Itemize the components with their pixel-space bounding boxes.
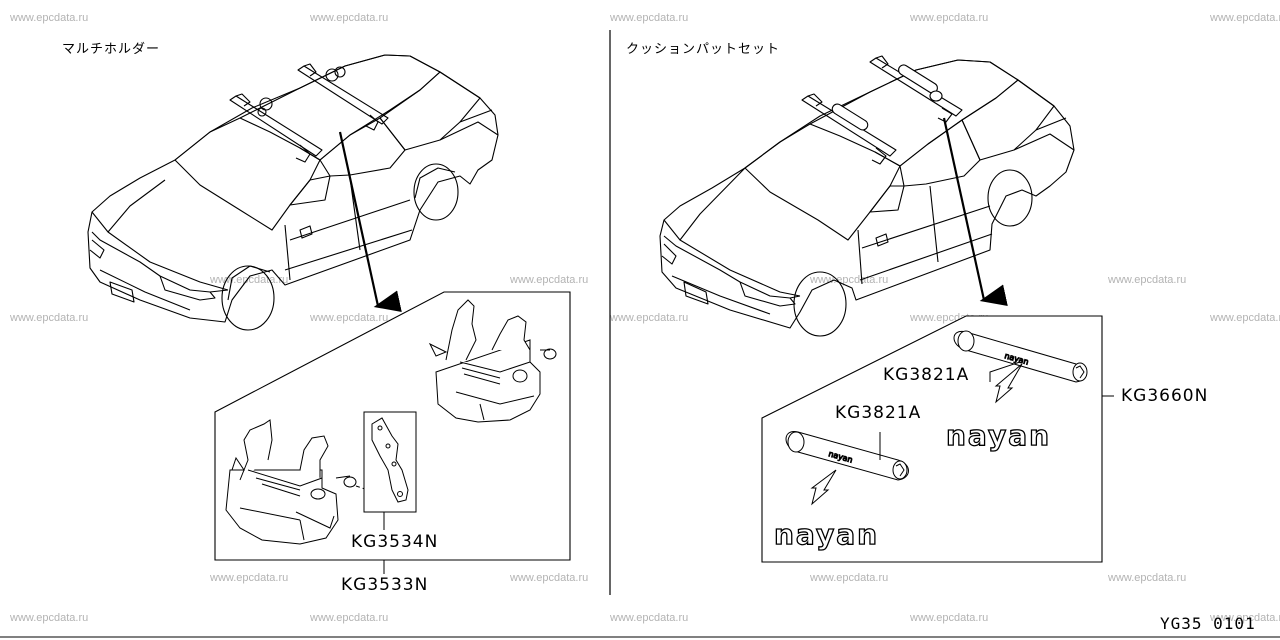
watermark-text: www.epcdata.ru <box>610 612 689 624</box>
cushion-pad-upper: nayan <box>953 330 1088 383</box>
watermark-text: www.epcdata.ru <box>1108 274 1187 286</box>
watermark-text: www.epcdata.ru <box>510 572 589 584</box>
diagram-code: YG35 0101 <box>1160 614 1256 633</box>
watermark-text: www.epcdata.ru <box>1210 312 1280 324</box>
watermark-text: www.epcdata.ru <box>1210 612 1280 624</box>
watermark-text: www.epcdata.ru <box>210 274 289 286</box>
watermark-text: www.epcdata.ru <box>310 312 389 324</box>
part-label-kg3533n[interactable]: KG3533N <box>340 575 430 595</box>
part-label-kg3821a-lower[interactable]: KG3821A <box>834 403 923 423</box>
watermark-text: www.epcdata.ru <box>610 312 689 324</box>
watermark-text: www.epcdata.ru <box>10 612 89 624</box>
left-pointer-arrow <box>338 131 402 313</box>
right-pointer-arrow <box>942 117 1008 307</box>
left-section-title: マルチホルダー <box>62 42 161 57</box>
watermark-text: www.epcdata.ru <box>910 612 989 624</box>
watermark-text: www.epcdata.ru <box>1210 12 1280 24</box>
watermark-text: www.epcdata.ru <box>210 572 289 584</box>
holder-upper <box>428 299 557 423</box>
watermark-text: www.epcdata.ru <box>1108 572 1187 584</box>
watermark-text: www.epcdata.ru <box>510 274 589 286</box>
watermark-text: www.epcdata.ru <box>310 612 389 624</box>
part-label-kg3534n[interactable]: KG3534N <box>350 532 440 552</box>
watermark-text: www.epcdata.ru <box>810 572 889 584</box>
right-section-title: クッションパットセット <box>626 42 781 57</box>
holder-lower <box>225 419 357 545</box>
watermark-text: www.epcdata.ru <box>10 312 89 324</box>
watermark-text: www.epcdata.ru <box>310 12 389 24</box>
left-car <box>87 54 499 331</box>
watermark-text: www.epcdata.ru <box>610 12 689 24</box>
part-label-kg3660n[interactable]: KG3660N <box>1120 386 1210 406</box>
cushion-pad-lower: nayan <box>785 431 909 481</box>
bracket-part <box>371 417 409 503</box>
right-car <box>659 55 1075 337</box>
watermark-text: www.epcdata.ru <box>10 12 89 24</box>
watermark-text: www.epcdata.ru <box>910 12 989 24</box>
part-label-kg3821a-upper[interactable]: KG3821A <box>882 365 971 385</box>
